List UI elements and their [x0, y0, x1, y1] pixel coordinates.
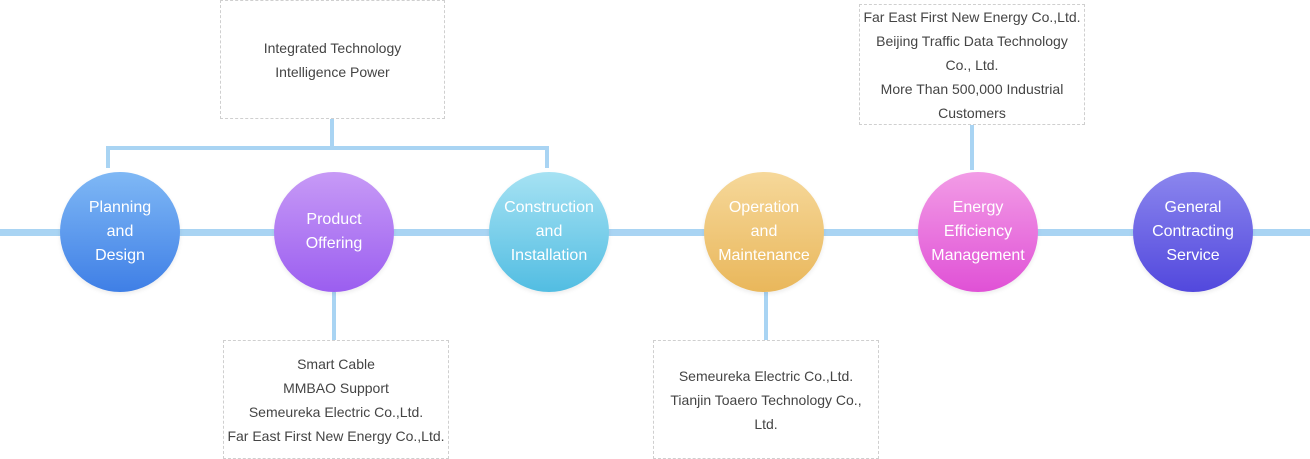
bracket-horizontal	[106, 146, 549, 150]
stage-label: Product Offering	[305, 211, 363, 252]
stage-operation-maintenance: Operation and Maintenance	[704, 172, 824, 292]
bracket-left-leg	[106, 146, 110, 168]
box-line: Smart Cable	[297, 355, 375, 372]
info-box-operation-maintenance: Semeureka Electric Co.,Ltd. Tianjin Toae…	[653, 340, 879, 459]
connector-product	[332, 292, 336, 340]
stage-general-contracting: General Contracting Service	[1133, 172, 1253, 292]
connector-energy	[970, 124, 974, 170]
stage-construction-installation: Construction and Installation	[489, 172, 609, 292]
box-line: Semeureka Electric Co.,Ltd.	[678, 367, 854, 384]
box-line: Far East First New Energy Co.,Ltd.	[227, 427, 445, 444]
box-line: Beijing Traffic Data Technology	[876, 32, 1068, 49]
bracket-stem	[330, 118, 334, 148]
box-line: Tianjin Toaero Technology Co.,	[670, 391, 862, 408]
box-line: More Than 500,000 Industrial	[880, 80, 1064, 97]
box-line: Customers	[938, 104, 1006, 121]
stage-label: Energy Efficiency Management	[931, 199, 1025, 264]
stage-label: Operation and Maintenance	[718, 199, 810, 264]
stage-product-offering: Product Offering	[274, 172, 394, 292]
box-line: Ltd.	[754, 415, 778, 432]
stage-energy-efficiency: Energy Efficiency Management	[918, 172, 1038, 292]
box-line: MMBAO Support	[283, 379, 389, 396]
stage-label: Construction and Installation	[504, 199, 594, 264]
stage-label: General Contracting Service	[1152, 199, 1234, 264]
bracket-right-leg	[545, 146, 549, 168]
box-line: Far East First New Energy Co.,Ltd.	[863, 8, 1081, 25]
info-box-energy-efficiency: Far East First New Energy Co.,Ltd. Beiji…	[859, 4, 1085, 125]
box-line: Semeureka Electric Co.,Ltd.	[248, 403, 424, 420]
box-line: Co., Ltd.	[945, 56, 999, 73]
stage-label: Planning and Design	[88, 199, 152, 264]
timeline-line	[0, 229, 1310, 236]
box-line: Integrated Technology	[263, 39, 402, 56]
info-box-integrated-technology: Integrated Technology Intelligence Power	[220, 0, 445, 119]
connector-operation	[764, 292, 768, 340]
box-line: Intelligence Power	[275, 63, 390, 80]
info-box-product-offering: Smart Cable MMBAO Support Semeureka Elec…	[223, 340, 449, 459]
stage-planning-design: Planning and Design	[60, 172, 180, 292]
